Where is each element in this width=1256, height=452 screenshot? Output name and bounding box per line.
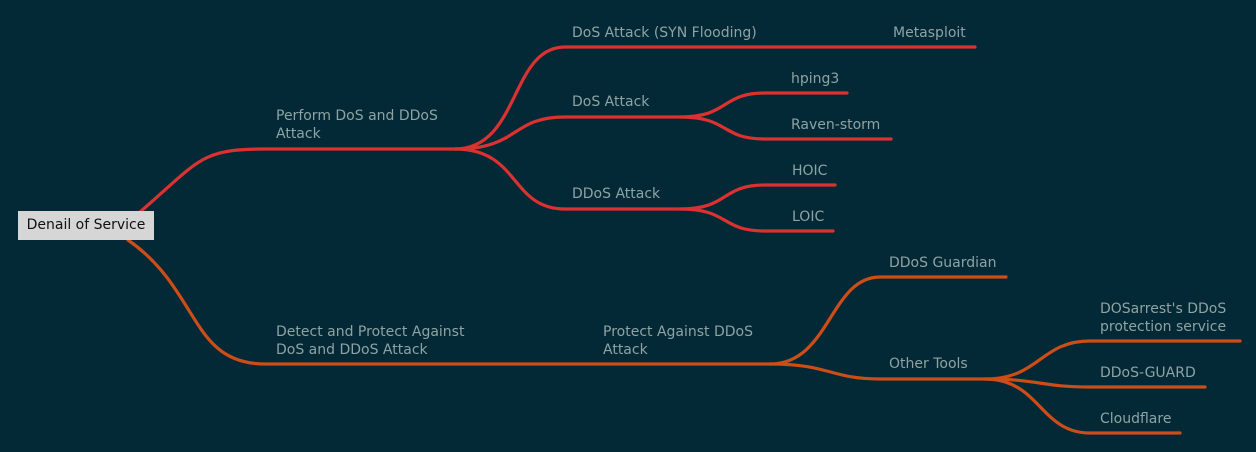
edge-perform-ddos [453, 147, 682, 211]
node-hping3[interactable]: hping3 [791, 71, 840, 87]
edge-ddos-loic [678, 207, 835, 233]
edge-protect-othertools [768, 362, 987, 381]
node-ddos-guard[interactable]: DDoS-GUARD [1100, 365, 1196, 381]
node-label-line: Attack [603, 342, 648, 358]
edge-dos-hping3 [678, 91, 849, 119]
edge-other-ddosguard [983, 377, 1207, 389]
edge-ddos-hoic [678, 183, 837, 211]
node-other-tools[interactable]: Other Tools [889, 356, 968, 372]
node-protect-against-ddos[interactable]: Protect Against DDoS Attack [603, 323, 753, 359]
edge-perform-dos [453, 115, 682, 151]
node-ddos-attack[interactable]: DDoS Attack [572, 186, 661, 202]
edge-root-detect [126, 238, 772, 366]
node-perform-attack[interactable]: Perform DoS and DDoS Attack [276, 107, 438, 143]
node-ddos-guardian[interactable]: DDoS Guardian [889, 255, 997, 271]
node-label-line: DoS and DDoS Attack [276, 342, 428, 358]
node-dos-attack[interactable]: DoS Attack [572, 94, 650, 110]
edge-other-cloudflare [983, 377, 1182, 435]
node-cloudflare[interactable]: Cloudflare [1100, 411, 1172, 427]
node-label-line: Perform DoS and DDoS [276, 108, 438, 124]
edge-perform-syn [453, 45, 977, 151]
node-dosarrest[interactable]: DOSarrest's DDoS protection service [1100, 300, 1226, 336]
node-loic[interactable]: LOIC [792, 209, 825, 225]
node-raven-storm[interactable]: Raven-storm [791, 117, 881, 133]
node-label-line: DOSarrest's DDoS [1100, 301, 1227, 317]
edge-dos-ravenstorm [678, 115, 893, 141]
edge-other-dosarrest [983, 339, 1242, 381]
node-detect-protect[interactable]: Detect and Protect Against DoS and DDoS … [276, 323, 464, 359]
node-label-line: Protect Against DDoS [603, 324, 754, 340]
node-label-line: Attack [276, 126, 321, 142]
node-metasploit[interactable]: Metasploit [893, 25, 966, 41]
node-syn-flooding[interactable]: DoS Attack (SYN Flooding) [572, 25, 757, 41]
node-label-line: protection service [1100, 319, 1227, 335]
edge-root-perform [138, 147, 457, 214]
node-label-line: Detect and Protect Against [276, 324, 465, 340]
node-hoic[interactable]: HOIC [792, 163, 828, 179]
root-node[interactable]: Denail of Service [18, 211, 154, 240]
edge-protect-guardian [768, 275, 1008, 366]
